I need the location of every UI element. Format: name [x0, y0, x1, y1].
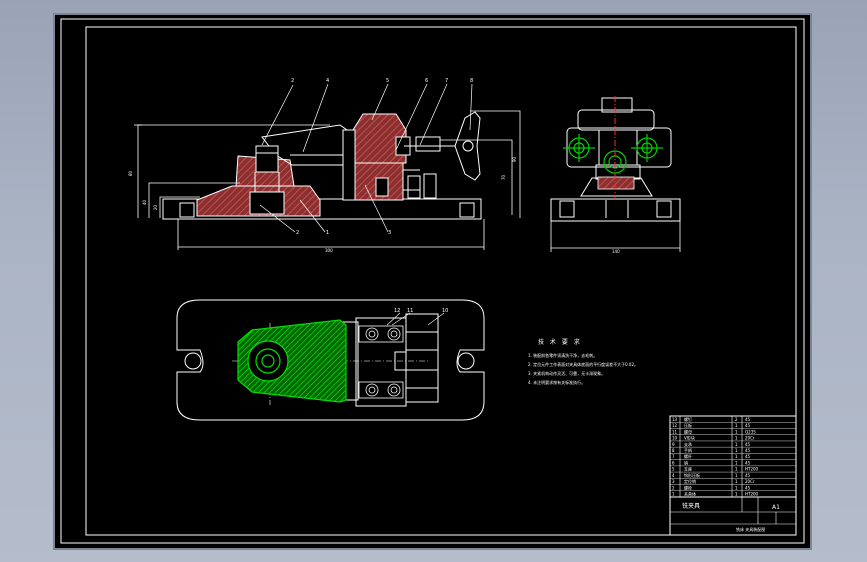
outer-border [60, 18, 805, 544]
parts-row-no: 8 [672, 448, 675, 453]
top-view-base-outline [176, 299, 485, 421]
callout-front-1: 2 [291, 78, 294, 84]
callout-top-3: 10 [442, 308, 448, 314]
parts-row-no: 10 [672, 436, 678, 441]
parts-row-name: 定位销 [684, 478, 696, 484]
parts-row-qty: 1 [735, 473, 738, 478]
parts-row-name: 压板 [684, 422, 692, 428]
svg-text:140: 140 [612, 249, 620, 254]
callout-front-5: 7 [445, 78, 448, 84]
parts-row-name: 螺母 [684, 428, 692, 434]
tech-req-item-4: 4. 未注明要求按有关标准执行。 [528, 379, 585, 385]
parts-row-material: 20Cr [745, 479, 755, 484]
tech-req-item-2: 2. 定位元件工作表面对夹具体底面的平行度误差不大于0.02。 [528, 361, 638, 367]
parts-row-qty: 1 [735, 454, 738, 459]
parts-row-no: 11 [672, 429, 678, 434]
parts-row-qty: 1 [735, 467, 738, 472]
parts-row-no: 9 [672, 442, 675, 447]
title-row: 铣床 夹具装配图 [736, 526, 765, 532]
parts-row-material: 45 [745, 454, 751, 459]
parts-row-name: 销 [684, 459, 688, 465]
parts-row-no: 2 [672, 485, 675, 490]
parts-row-qty: 1 [735, 479, 738, 484]
parts-row-name: 螺钉 [684, 416, 692, 422]
parts-row-material: 45 [745, 442, 751, 447]
title-block [669, 415, 797, 536]
parts-row-no: 1 [672, 492, 675, 497]
parts-row-no: 3 [672, 479, 675, 484]
parts-row-qty: 2 [735, 417, 738, 422]
drawing-sheet [53, 13, 812, 550]
callout-top-2: 11 [407, 308, 413, 314]
parts-row-qty: 1 [735, 423, 738, 428]
parts-row-qty: 1 [735, 436, 738, 441]
parts-row-name: 螺栓 [684, 484, 692, 490]
parts-row-name: 钩形压板 [684, 472, 700, 478]
parts-row-name: 螺杆 [684, 453, 692, 459]
parts-row-qty: 1 [735, 460, 738, 465]
sheet-size: A1 [772, 504, 780, 511]
callout-front-6: 8 [470, 78, 473, 84]
svg-text:20: 20 [153, 204, 158, 210]
svg-text:90: 90 [512, 156, 517, 162]
parts-row-no: 7 [672, 454, 675, 459]
parts-row-no: 13 [672, 417, 678, 422]
callout-front-b1: 2 [296, 230, 299, 236]
parts-row-name: 支承 [684, 441, 692, 447]
parts-row-name: 支座 [684, 466, 692, 472]
callout-front-b3: 3 [388, 230, 391, 236]
inner-frame [85, 26, 797, 536]
top-view-hook-clamp [237, 319, 347, 403]
svg-text:70: 70 [501, 174, 506, 180]
parts-row-material: 45 [745, 473, 751, 478]
callout-front-2: 4 [326, 78, 329, 84]
tech-req-heading: 技 术 要 求 [538, 338, 582, 346]
parts-row-qty: 1 [735, 492, 738, 497]
parts-row-material: 45 [745, 417, 751, 422]
drawing-name: 铣夹具 [682, 502, 700, 510]
callout-front-b2: 1 [326, 230, 329, 236]
tech-requirements: 技 术 要 求 1. 装配前各零件须清洗干净，去毛刺。 2. 定位元件工作表面对… [528, 338, 638, 385]
tech-req-item-1: 1. 装配前各零件须清洗干净，去毛刺。 [528, 352, 597, 358]
parts-row-no: 12 [672, 423, 678, 428]
parts-row-material: Q235 [745, 429, 756, 434]
handle-knob [454, 111, 481, 181]
parts-row-qty: 1 [735, 442, 738, 447]
parts-row-name: 手柄 [684, 447, 692, 453]
svg-text:300: 300 [325, 248, 333, 253]
parts-row-material: HT200 [745, 467, 759, 472]
front-view [134, 83, 521, 250]
svg-text:80: 80 [128, 170, 133, 176]
parts-row-material: 20Cr [745, 436, 755, 441]
parts-row-name: 夹具体 [684, 491, 696, 497]
parts-row-qty: 1 [735, 485, 738, 490]
parts-row-material: 45 [745, 423, 751, 428]
parts-row-qty: 1 [735, 448, 738, 453]
callout-front-3: 5 [386, 78, 389, 84]
parts-row-name: V形块 [684, 435, 695, 441]
parts-row-no: 4 [672, 473, 675, 478]
callout-top-1: 12 [394, 308, 400, 314]
parts-row-qty: 1 [735, 429, 738, 434]
callout-front-4: 6 [425, 78, 428, 84]
parts-row-material: 45 [745, 460, 751, 465]
parts-row-no: 5 [672, 467, 675, 472]
side-view [550, 97, 681, 252]
parts-row-material: HT200 [745, 492, 759, 497]
svg-text:40: 40 [142, 199, 147, 205]
parts-row-material: 45 [745, 448, 751, 453]
parts-row-no: 6 [672, 460, 675, 465]
tech-req-item-3: 3. 夹紧机构动作灵活、可靠，无卡滞现象。 [528, 370, 605, 376]
parts-row-material: 45 [745, 485, 751, 490]
